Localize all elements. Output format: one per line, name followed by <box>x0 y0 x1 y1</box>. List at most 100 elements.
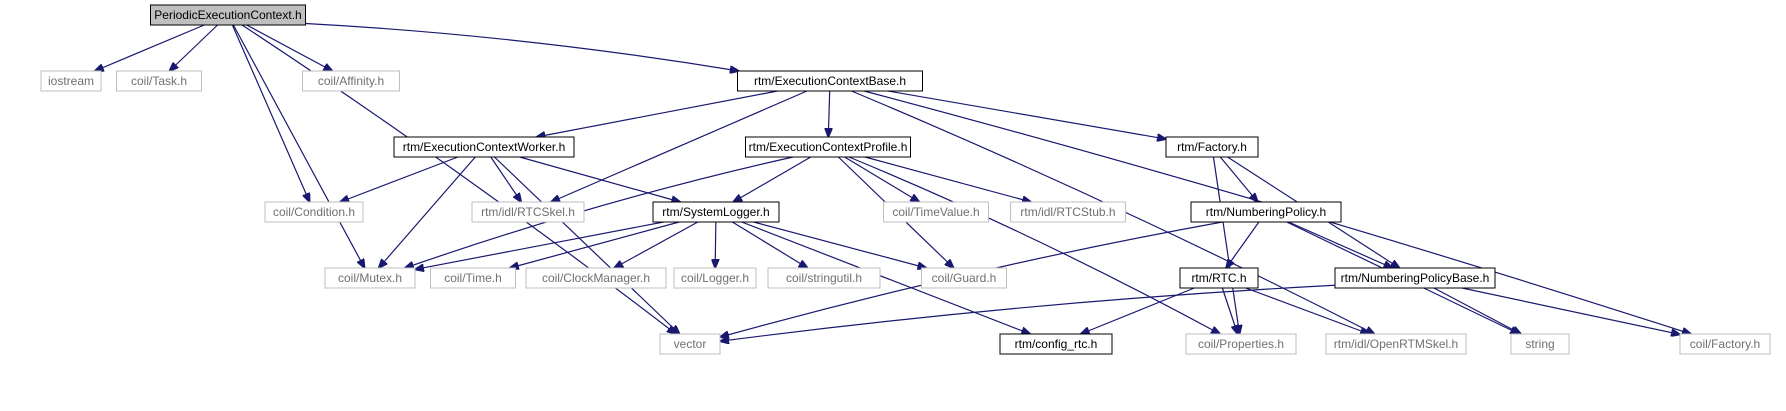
node-box[interactable] <box>393 136 575 158</box>
node-label: coil/Factory.h <box>1690 337 1760 351</box>
node-ecbase[interactable]: rtm/ExecutionContextBase.h <box>737 70 923 92</box>
node-label: vector <box>674 337 707 351</box>
node-label: coil/Condition.h <box>273 205 355 219</box>
node-label: PeriodicExecutionContext.h <box>154 8 301 22</box>
nodes-layer: PeriodicExecutionContext.h iostream coil/T… <box>40 4 1771 355</box>
node-cfactory[interactable]: coil/Factory.h <box>1679 333 1771 355</box>
node-label: coil/Task.h <box>131 74 187 88</box>
node-string[interactable]: string <box>1510 333 1570 355</box>
node-vector[interactable]: vector <box>659 333 721 355</box>
node-ecworker[interactable]: rtm/ExecutionContextWorker.h <box>393 136 575 158</box>
node-condition[interactable]: coil/Condition.h <box>264 201 364 223</box>
edge-syslogger-to-guard <box>753 221 927 268</box>
node-box[interactable] <box>745 136 911 158</box>
node-properties[interactable]: coil/Properties.h <box>1185 333 1297 355</box>
edge-ecprofile-to-timevalue <box>844 156 920 202</box>
node-box[interactable] <box>767 267 881 289</box>
edge-ecbase-to-ecworker <box>536 90 778 137</box>
node-iostream[interactable]: iostream <box>40 70 102 92</box>
node-box[interactable] <box>264 201 364 223</box>
edge-numpolicy-to-numpolbase <box>1288 221 1393 268</box>
node-clockmgr[interactable]: coil/ClockManager.h <box>525 267 667 289</box>
node-box[interactable] <box>1179 267 1259 289</box>
node-rtcstub[interactable]: rtm/idl/RTCStub.h <box>1010 201 1126 223</box>
node-label: string <box>1525 337 1554 351</box>
node-mutex[interactable]: coil/Mutex.h <box>324 267 416 289</box>
node-label: rtm/Factory.h <box>1177 140 1247 154</box>
node-task[interactable]: coil/Task.h <box>116 70 202 92</box>
edge-root-to-task <box>169 24 218 71</box>
node-box[interactable] <box>659 333 721 355</box>
node-box[interactable] <box>116 70 202 92</box>
node-affinity[interactable]: coil/Affinity.h <box>302 70 400 92</box>
node-root[interactable]: PeriodicExecutionContext.h <box>150 4 306 26</box>
edge-ecworker-to-syslogger <box>519 156 681 202</box>
node-numpolicy[interactable]: rtm/NumberingPolicy.h <box>1190 201 1342 223</box>
node-box[interactable] <box>1334 267 1496 289</box>
node-label: rtm/ExecutionContextWorker.h <box>403 140 566 154</box>
node-rtcskel[interactable]: rtm/idl/RTCSkel.h <box>471 201 585 223</box>
node-configrtc[interactable]: rtm/config_rtc.h <box>999 333 1113 355</box>
edge-root-to-ecbase <box>305 22 739 71</box>
node-label: rtm/idl/RTCStub.h <box>1020 205 1115 219</box>
edge-ecprofile-to-rtcstub <box>864 156 1031 202</box>
node-box[interactable] <box>737 70 923 92</box>
node-label: iostream <box>48 74 94 88</box>
edge-syslogger-to-time <box>510 221 680 268</box>
node-box[interactable] <box>673 267 757 289</box>
node-label: rtm/RTC.h <box>1191 271 1246 285</box>
node-time[interactable]: coil/Time.h <box>430 267 516 289</box>
node-box[interactable] <box>1185 333 1297 355</box>
node-ecprofile[interactable]: rtm/ExecutionContextProfile.h <box>745 136 911 158</box>
node-label: coil/Guard.h <box>932 271 997 285</box>
node-box[interactable] <box>324 267 416 289</box>
node-box[interactable] <box>525 267 667 289</box>
node-guard[interactable]: coil/Guard.h <box>921 267 1007 289</box>
node-label: coil/stringutil.h <box>786 271 862 285</box>
node-box[interactable] <box>150 4 306 26</box>
edge-ecprofile-to-syslogger <box>733 156 812 202</box>
node-box[interactable] <box>999 333 1113 355</box>
edge-rtc-to-properties <box>1221 287 1237 334</box>
node-stringutil[interactable]: coil/stringutil.h <box>767 267 881 289</box>
node-box[interactable] <box>302 70 400 92</box>
node-box[interactable] <box>430 267 516 289</box>
node-numpolbase[interactable]: rtm/NumberingPolicyBase.h <box>1334 267 1496 289</box>
node-box[interactable] <box>921 267 1007 289</box>
node-box[interactable] <box>1679 333 1771 355</box>
node-label: coil/Properties.h <box>1198 337 1284 351</box>
edge-ecprofile-to-mutex <box>405 156 794 268</box>
node-label: coil/ClockManager.h <box>542 271 650 285</box>
node-rtc[interactable]: rtm/RTC.h <box>1179 267 1259 289</box>
node-factory[interactable]: rtm/Factory.h <box>1165 136 1259 158</box>
node-box[interactable] <box>1190 201 1342 223</box>
node-box[interactable] <box>883 201 989 223</box>
node-box[interactable] <box>1010 201 1126 223</box>
node-label: coil/TimeValue.h <box>892 205 979 219</box>
node-label: rtm/ExecutionContextProfile.h <box>749 140 908 154</box>
node-box[interactable] <box>471 201 585 223</box>
node-label: coil/Logger.h <box>681 271 749 285</box>
node-syslogger[interactable]: rtm/SystemLogger.h <box>652 201 780 223</box>
edge-rtc-to-openrtm <box>1245 287 1369 334</box>
edge-numpolbase-to-string <box>1433 287 1521 334</box>
edge-ecworker-to-mutex <box>379 156 476 268</box>
edge-syslogger-to-configrtc <box>741 221 1030 334</box>
edge-rtc-to-configrtc <box>1081 287 1195 334</box>
node-openrtm[interactable]: rtm/idl/OpenRTMSkel.h <box>1325 333 1467 355</box>
node-box[interactable] <box>40 70 102 92</box>
node-label: rtm/idl/OpenRTMSkel.h <box>1334 337 1458 351</box>
node-timevalue[interactable]: coil/TimeValue.h <box>883 201 989 223</box>
edge-syslogger-to-clockmgr <box>614 221 699 268</box>
node-label: rtm/idl/RTCSkel.h <box>481 205 575 219</box>
edge-ecbase-to-factory <box>887 90 1166 139</box>
node-box[interactable] <box>1325 333 1467 355</box>
node-box[interactable] <box>1165 136 1259 158</box>
edge-syslogger-to-stringutil <box>732 221 807 268</box>
node-label: rtm/SystemLogger.h <box>662 205 769 219</box>
node-logger[interactable]: coil/Logger.h <box>673 267 757 289</box>
node-box[interactable] <box>652 201 780 223</box>
edge-ecworker-to-condition <box>340 156 459 202</box>
node-box[interactable] <box>1510 333 1570 355</box>
